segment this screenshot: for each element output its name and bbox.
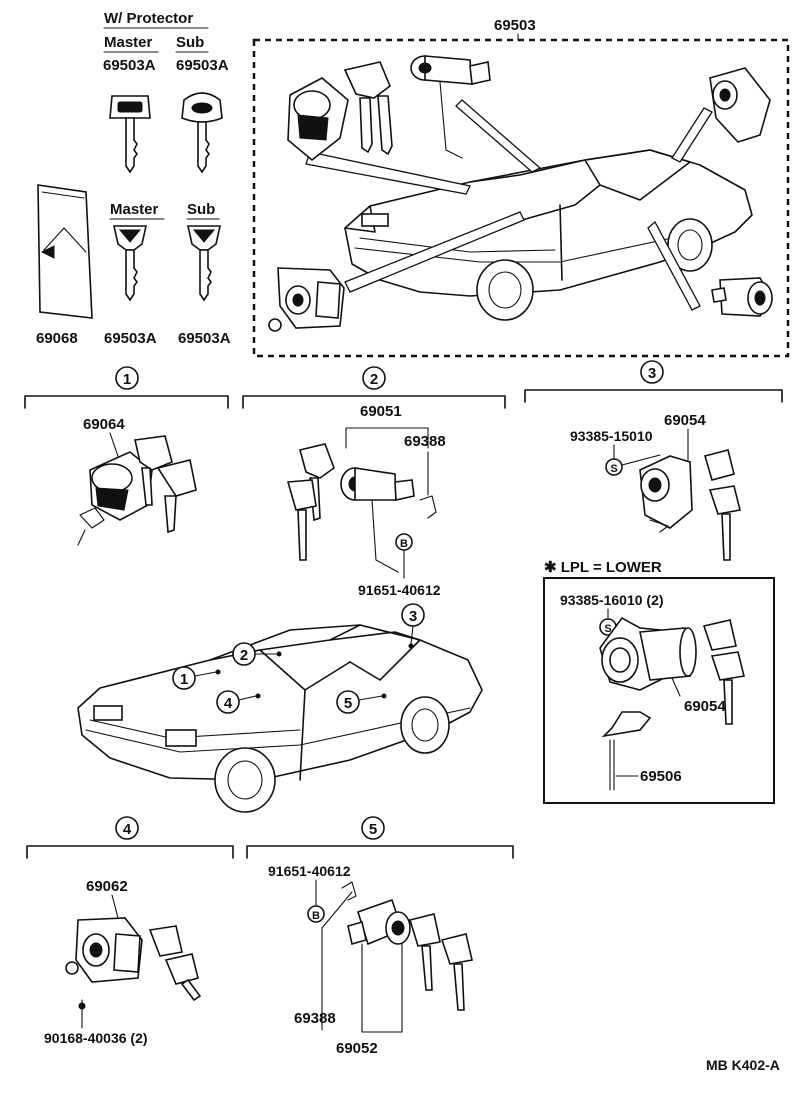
- section-3-part-93385: 93385-15010: [570, 428, 653, 444]
- section-4-header: 4: [26, 816, 234, 859]
- plain-keys-group: Master Sub 69503A 69503A: [104, 201, 231, 347]
- section-2-part-91651: 91651-40612: [358, 582, 441, 598]
- protector-sub-label: Sub: [176, 34, 204, 51]
- section-5-part-91651: 91651-40612: [268, 863, 351, 879]
- section-2-number: 2: [370, 371, 378, 388]
- hatch-lock-icon: [709, 67, 771, 143]
- plain-master-part: 69503A: [104, 330, 157, 347]
- callout-2: 2: [240, 647, 248, 664]
- protector-master-label: Master: [104, 34, 153, 51]
- lpl-cylinder-part: 69054: [684, 698, 726, 715]
- section-1-number: 1: [123, 371, 131, 388]
- section-3-header: 3: [524, 360, 783, 403]
- pointer-door-left: [455, 99, 542, 173]
- lpl-box: ✱ LPL = LOWER 93385-16010 (2) S 69054 69…: [543, 559, 775, 804]
- callout-5: 5: [344, 695, 352, 712]
- section-4-parts: 69062 90168-40036 (2): [44, 878, 202, 1046]
- section-5-bolt-marker: B: [312, 910, 320, 922]
- section-5-header: 5: [246, 816, 514, 859]
- section-4-part-90168: 90168-40036 (2): [44, 1030, 148, 1046]
- plain-master-key-icon: [113, 225, 147, 302]
- pointer-hatch: [671, 107, 713, 163]
- plain-sub-key-icon: [187, 225, 221, 302]
- section-1-parts: 69064: [77, 416, 197, 546]
- section-3-number: 3: [648, 365, 656, 382]
- section-5-part-69388: 69388: [294, 1010, 336, 1027]
- section-4-part-69062: 69062: [86, 878, 128, 895]
- section-2-bolt-marker: B: [400, 538, 408, 550]
- section-2-part-69051: 69051: [360, 403, 402, 420]
- lpl-screw-part: 93385-16010 (2): [560, 592, 664, 608]
- section-1-header: 1: [24, 366, 229, 409]
- key-case-icon: 69068: [36, 184, 93, 347]
- callout-3: 3: [409, 608, 417, 625]
- car-callouts: 1 2 3 4 5: [172, 603, 425, 714]
- car-illustration-top: [344, 149, 753, 321]
- door-lock-right-icon: [711, 277, 773, 317]
- section-2-parts: 69051 69388 B 91651-40612: [286, 403, 446, 598]
- lpl-rod-part: 69506: [640, 768, 682, 785]
- section-5-part-69052: 69052: [336, 1040, 378, 1057]
- section-5-number: 5: [369, 821, 377, 838]
- pointer-ignition: [305, 151, 471, 195]
- footer-code: MB K402-A: [706, 1057, 780, 1073]
- section-3-part-69054: 69054: [664, 412, 706, 429]
- plain-sub-label: Sub: [187, 201, 215, 218]
- lock-set-part: 69503: [494, 17, 536, 34]
- section-3-screw-marker: S: [610, 463, 617, 475]
- lpl-title: ✱ LPL = LOWER: [544, 559, 662, 576]
- section-3-parts: 93385-15010 69054 S: [570, 412, 741, 561]
- car-illustration-middle: [77, 624, 483, 813]
- section-2-header: 2: [242, 366, 506, 409]
- pointer-door-right: [647, 220, 701, 311]
- plain-master-label: Master: [110, 201, 159, 218]
- section-4-number: 4: [123, 821, 132, 838]
- protector-master-part: 69503A: [103, 57, 156, 74]
- protector-keys-header: W/ Protector Master Sub 69503A 69503A: [103, 10, 229, 74]
- ignition-lock-icon: [287, 61, 393, 162]
- lpl-screw-marker: S: [604, 623, 611, 635]
- section-2-part-69388: 69388: [404, 433, 446, 450]
- lock-set-box: 69503: [252, 17, 790, 358]
- callout-4: 4: [224, 695, 233, 712]
- door-lock-left-icon: [410, 55, 491, 159]
- glovebox-lock-icon: [268, 267, 345, 332]
- protector-sub-key-icon: [181, 92, 223, 174]
- key-case-part: 69068: [36, 330, 78, 347]
- pointer-glovebox: [344, 211, 525, 293]
- callout-1: 1: [180, 671, 188, 688]
- protector-sub-part: 69503A: [176, 57, 229, 74]
- protector-master-key-icon: [109, 95, 151, 174]
- protector-title: W/ Protector: [104, 10, 193, 27]
- plain-sub-part: 69503A: [178, 330, 231, 347]
- section-5-parts: 91651-40612 B 69388 69052: [268, 863, 473, 1057]
- section-1-part-69064: 69064: [83, 416, 125, 433]
